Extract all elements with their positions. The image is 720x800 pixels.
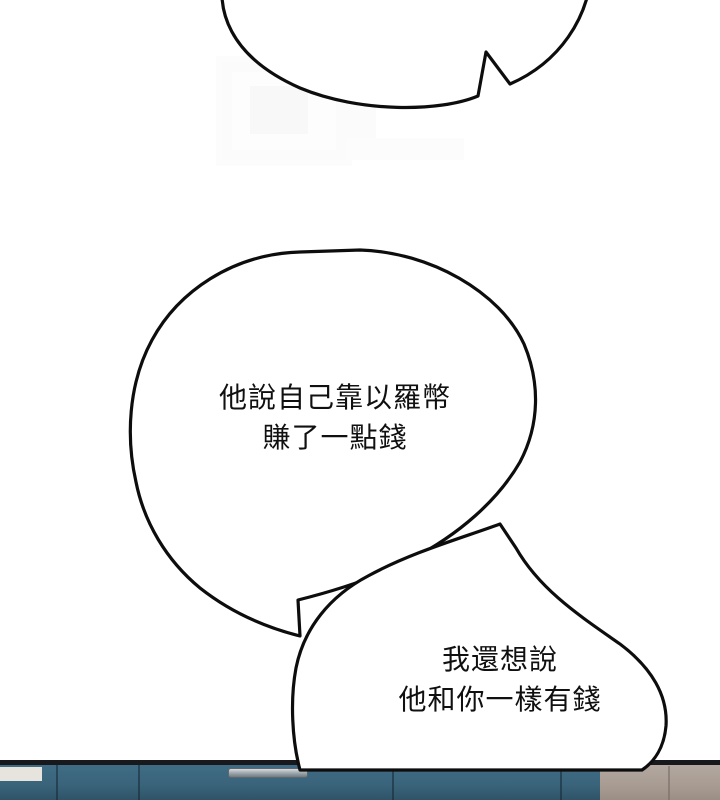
- cabinet-seam: [56, 765, 58, 800]
- speech-balloon-second: [290, 522, 668, 772]
- tan-floor-seam: [668, 766, 670, 800]
- cabinet-seam: [138, 765, 140, 800]
- speech-balloon-main: [128, 248, 538, 638]
- speech-balloon-second-text: 我還想說 他和你一樣有錢: [398, 643, 602, 716]
- cabinet-seam: [392, 765, 394, 800]
- cabinet-seam: [560, 765, 562, 800]
- cabinet-white-panel: [0, 767, 42, 781]
- speech-balloon-top: [220, 0, 588, 110]
- cabinet-handle: [228, 768, 308, 778]
- speech-balloon-main-text: 他說自己靠以羅幣 賺了一點錢: [218, 381, 451, 454]
